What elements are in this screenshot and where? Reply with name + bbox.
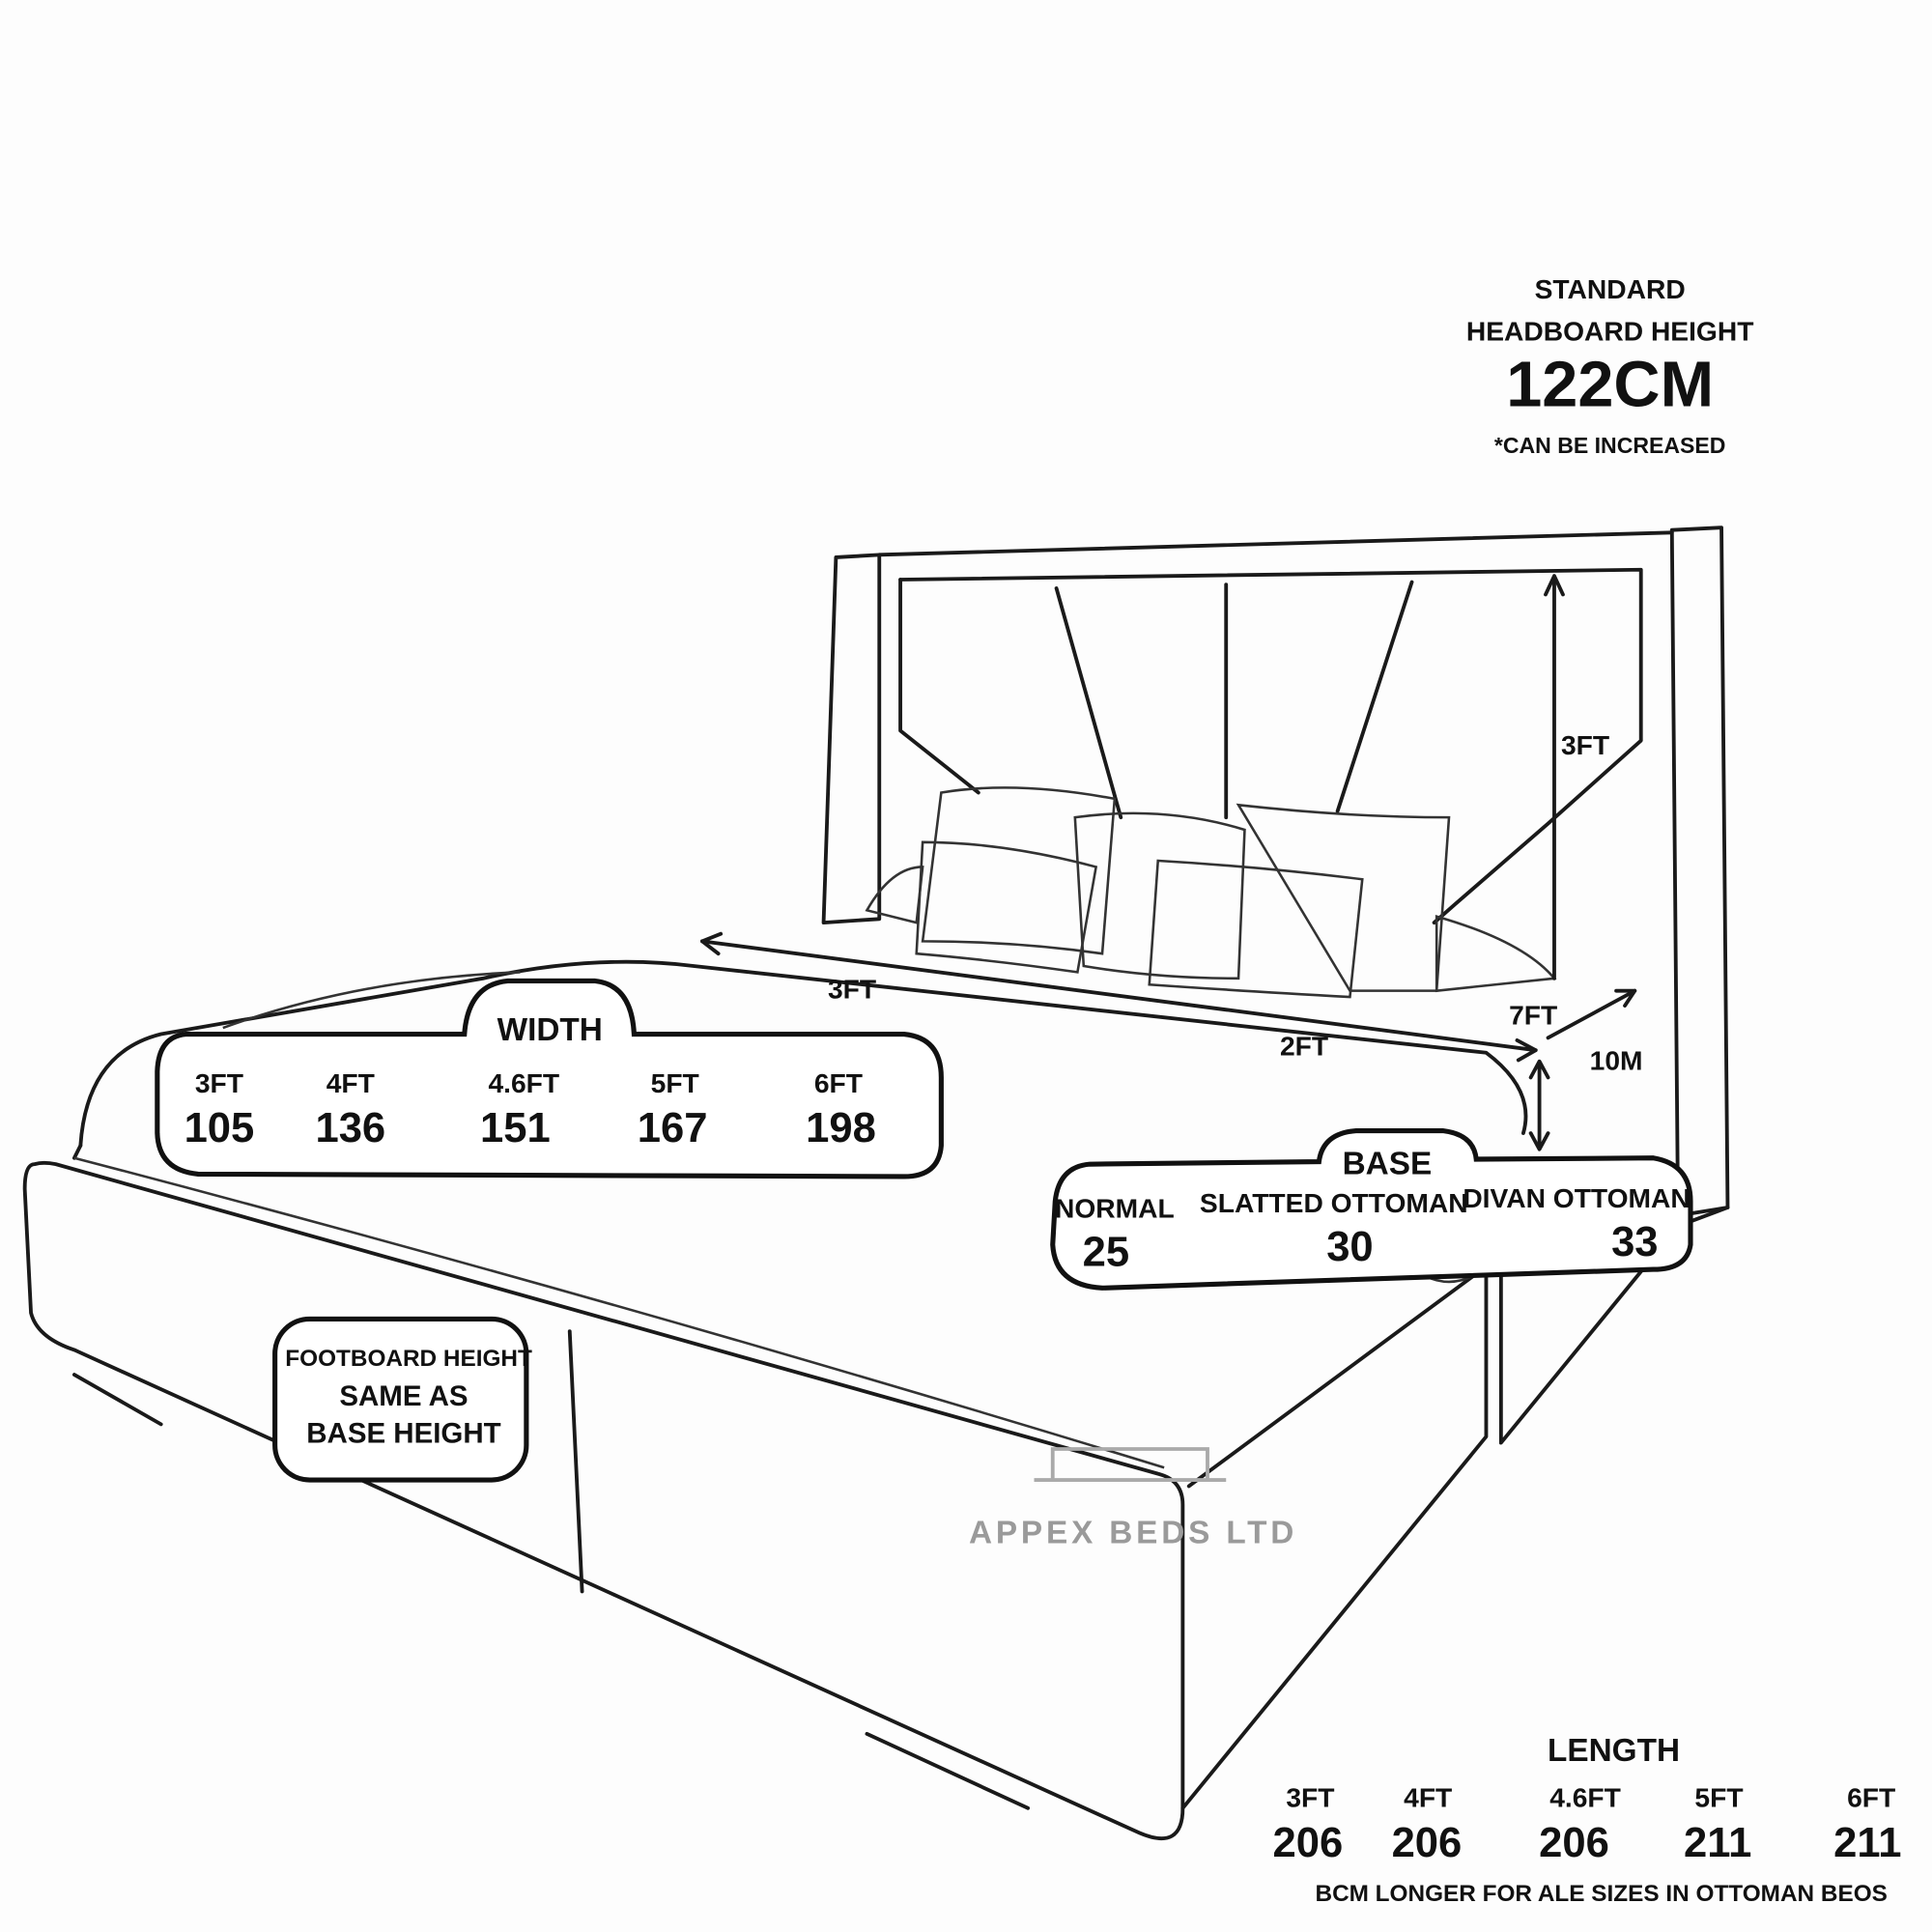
footboard-line3: BASE HEIGHT [306, 1418, 500, 1450]
footboard-line1: FOOTBOARD HEIGHT [285, 1346, 532, 1372]
width-arrow-label: 3FT [828, 973, 876, 1004]
width-value: 167 [638, 1105, 708, 1151]
width-value: 136 [315, 1105, 385, 1151]
base-type: NORMAL [1055, 1192, 1175, 1223]
bed-base [22, 959, 1730, 1841]
length-size: 4.6FT [1549, 1782, 1621, 1813]
base-value: 25 [1083, 1229, 1129, 1275]
footboard-line2: SAME AS [339, 1380, 468, 1412]
width-panel: WIDTH 3FT 105 4FT 136 4.6FT 151 5FT 167 … [155, 978, 944, 1179]
length-size: 4FT [1404, 1782, 1452, 1813]
pillows [865, 786, 1557, 999]
headboard-note: *CAN BE INCREASED [1494, 433, 1726, 458]
length-value: 206 [1272, 1820, 1343, 1866]
base-panel: BASE NORMAL 25 SLATTED OTTOMAN 30 DIVAN … [1050, 1127, 1693, 1291]
length-panel: LENGTH 3FT 206 4FT 206 4.6FT 206 5FT 211… [1272, 1733, 1901, 1907]
watermark-text: APPEX BEDS LTD [969, 1515, 1297, 1550]
length-size: 5FT [1694, 1782, 1743, 1813]
dimension-arrows [700, 574, 1637, 1151]
headboard-note-line2: HEADBOARD HEIGHT [1466, 316, 1754, 347]
length-footnote: BCM LONGER FOR ALE SIZES IN OTTOMAN BEOS [1315, 1881, 1887, 1907]
watermark-logo: APPEX BEDS LTD [969, 1447, 1297, 1550]
length-value: 206 [1392, 1820, 1463, 1866]
width-value: 151 [480, 1105, 551, 1151]
base-height-arrow-label: 10M [1590, 1045, 1643, 1076]
headboard-height-value: 122CM [1506, 350, 1714, 421]
footboard-panel: FOOTBOARD HEIGHT SAME AS BASE HEIGHT [272, 1316, 532, 1483]
length-size: 6FT [1847, 1782, 1895, 1813]
base-title: BASE [1343, 1146, 1433, 1181]
length-value: 211 [1684, 1820, 1751, 1866]
base-type: DIVAN OTTOMAN [1463, 1182, 1690, 1213]
width-size: 3FT [195, 1067, 243, 1098]
headboard-height-label: 3FT [1561, 729, 1609, 760]
headboard-note-line1: STANDARD [1535, 273, 1686, 304]
width-value: 198 [806, 1105, 876, 1151]
width-size: 6FT [814, 1067, 863, 1098]
length-value: 211 [1833, 1820, 1901, 1866]
headboard [821, 526, 1730, 1229]
length-value: 206 [1539, 1820, 1609, 1866]
base-type: SLATTED OTTOMAN [1200, 1187, 1468, 1218]
width-size: 5FT [651, 1067, 699, 1098]
length-arrow-label: 7FT [1509, 999, 1557, 1030]
width-title: WIDTH [497, 1012, 603, 1048]
width-value: 105 [185, 1105, 255, 1151]
width-size: 4FT [327, 1067, 375, 1098]
length-title: LENGTH [1548, 1733, 1680, 1769]
base-value: 33 [1611, 1219, 1658, 1265]
length-size: 3FT [1286, 1782, 1334, 1813]
base-value: 30 [1326, 1224, 1373, 1270]
width-size: 4.6FT [488, 1067, 559, 1098]
depth-arrow-label: 2FT [1280, 1030, 1328, 1061]
